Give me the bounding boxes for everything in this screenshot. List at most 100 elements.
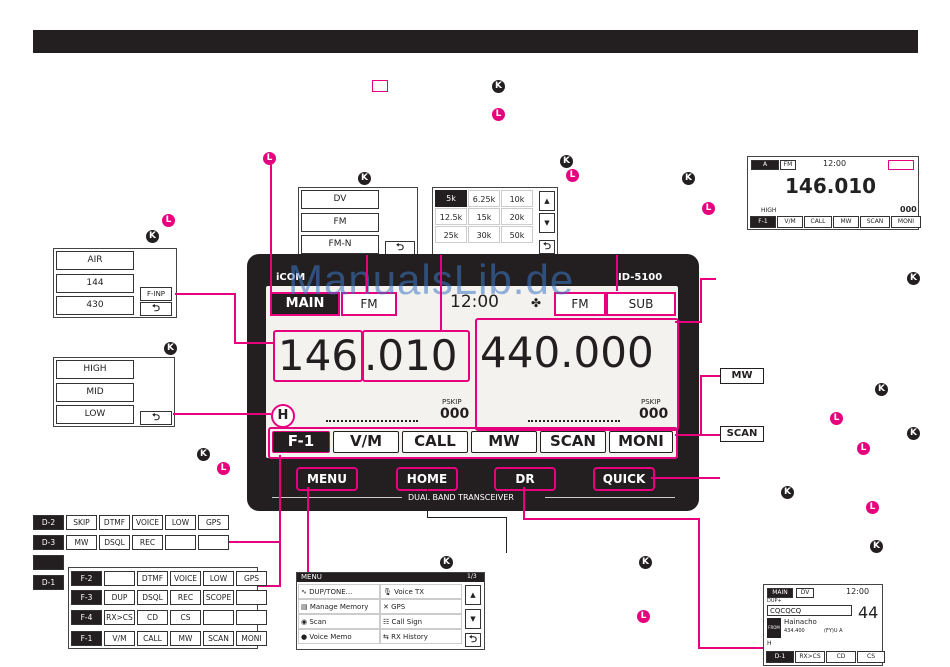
menu-voice-memo[interactable]: ● Voice Memo [298,629,380,644]
power-indicator[interactable]: H [271,404,295,428]
dr-key[interactable]: DR [494,467,556,491]
menu-voice-tx[interactable]: 🎙 Voice TX [380,584,462,599]
dr-key-rxcs[interactable]: RX>CS [795,651,825,663]
scroll-up-button[interactable]: ▲ [539,191,555,211]
key-call[interactable]: CALL [137,631,168,646]
dr-key-cd[interactable]: CD [826,651,856,663]
key-scan[interactable]: SCAN [203,631,234,646]
key-skip[interactable]: SKIP [66,515,97,530]
key-empty[interactable] [236,610,267,625]
main-button[interactable]: MAIN [270,292,340,316]
key-mw[interactable]: MW [66,535,97,550]
softkey-f1[interactable]: F-1 [272,431,330,453]
mini-key-call[interactable]: CALL [804,216,832,228]
power-mid-button[interactable]: MID [56,383,134,402]
quick-key[interactable]: QUICK [593,467,655,491]
footer-label: DUAL BAND TRANSCEIVER [408,493,514,502]
key-rxcs[interactable]: RX>CS [104,610,135,625]
dr-key-cs[interactable]: CS [857,651,885,663]
key-empty[interactable] [203,610,234,625]
key-empty[interactable] [236,590,267,605]
mini-key-moni[interactable]: MONI [891,216,921,228]
back-button[interactable]: ⮌ [465,633,481,647]
key-vm[interactable]: V/M [104,631,135,646]
menu-grid: ∿ DUP/TONE... 🎙 Voice TX ▤ Manage Memory… [298,584,462,644]
menu-manage-memory[interactable]: ▤ Manage Memory [298,599,380,614]
softkey-vm[interactable]: V/M [333,431,399,453]
dr-softkeys: D-1 RX>CS CD CS [766,651,885,663]
power-low-button[interactable]: LOW [56,405,134,424]
key-voice[interactable]: VOICE [132,515,163,530]
left-mode-button[interactable]: FM [341,292,397,316]
step-20k[interactable]: 20k [501,208,533,225]
mode-fmn-button[interactable]: FM-N [301,235,379,254]
menu-scan[interactable]: ◉ Scan [298,614,380,629]
menu-gps[interactable]: ✕ GPS [380,599,462,614]
key-empty[interactable] [198,535,229,550]
step-10k[interactable]: 10k [501,190,533,207]
key-rec[interactable]: REC [132,535,163,550]
band-144-button[interactable]: 144 [56,274,134,293]
l-marker: L [492,108,505,121]
step-5k[interactable]: 5k [435,190,467,207]
sub-button[interactable]: SUB [606,292,676,316]
menu-key[interactable]: MENU [296,467,358,491]
key-moni[interactable]: MONI [236,631,267,646]
key-cd[interactable]: CD [137,610,168,625]
power-high-button[interactable]: HIGH [56,360,134,379]
mini-key-mw[interactable]: MW [833,216,859,228]
key-empty[interactable] [104,571,135,586]
scroll-down-button[interactable]: ▼ [539,213,555,233]
f-inp-button[interactable]: F-INP [140,287,172,301]
softkey-call[interactable]: CALL [402,431,468,453]
step-12-5k[interactable]: 12.5k [435,208,467,225]
mini-key-scan[interactable]: SCAN [860,216,890,228]
key-dup[interactable]: DUP [104,590,135,605]
step-25k[interactable]: 25k [435,226,467,243]
band-air-button[interactable]: AIR [56,251,134,270]
mode-fm-button[interactable]: FM [301,213,379,232]
key-low[interactable]: LOW [165,515,196,530]
back-button[interactable]: ⮌ [385,241,415,255]
sub-band-display[interactable] [475,318,679,431]
mini-key-f1[interactable]: F-1 [750,216,776,228]
key-gps[interactable]: GPS [198,515,229,530]
dr-key-d1[interactable]: D-1 [766,651,794,663]
step-15k[interactable]: 15k [468,208,500,225]
step-30k[interactable]: 30k [468,226,500,243]
menu-manage-memory-label: Manage Memory [309,603,369,611]
menu-dup-tone[interactable]: ∿ DUP/TONE... [298,584,380,599]
back-button[interactable]: ⮌ [140,302,172,316]
key-dtmf[interactable]: DTMF [137,571,168,586]
key-voice[interactable]: VOICE [170,571,201,586]
key-mw[interactable]: MW [170,631,201,646]
back-button[interactable]: ⮌ [539,240,555,254]
band-430-button[interactable]: 430 [56,296,134,315]
mini-key-vm[interactable]: V/M [777,216,803,228]
key-dsql[interactable]: DSQL [137,590,168,605]
menu-down-button[interactable]: ▼ [465,609,481,629]
menu-up-button[interactable]: ▲ [465,585,481,605]
softkey-moni[interactable]: MONI [609,431,673,453]
main-freq-khz[interactable]: .010 [362,330,470,382]
menu-call-sign[interactable]: ☷ Call Sign [380,614,462,629]
key-empty[interactable] [165,535,196,550]
softkey-mw[interactable]: MW [471,431,537,453]
key-rec[interactable]: REC [170,590,201,605]
step-6-25k[interactable]: 6.25k [468,190,500,207]
key-dsql[interactable]: DSQL [99,535,130,550]
key-cs[interactable]: CS [170,610,201,625]
mode-dv-button[interactable]: DV [301,190,379,209]
key-gps[interactable]: GPS [236,571,267,586]
k-marker: K [682,172,695,185]
softkey-scan[interactable]: SCAN [540,431,606,453]
key-dtmf[interactable]: DTMF [99,515,130,530]
footer-line-left [272,497,402,498]
menu-rx-history[interactable]: ⇆ RX History [380,629,462,644]
main-freq-mhz[interactable]: 146 [273,330,363,382]
right-mode-button[interactable]: FM [554,292,606,316]
key-scope[interactable]: SCOPE [203,590,234,605]
back-button[interactable]: ⮌ [140,411,172,425]
step-50k[interactable]: 50k [501,226,533,243]
key-low[interactable]: LOW [203,571,234,586]
